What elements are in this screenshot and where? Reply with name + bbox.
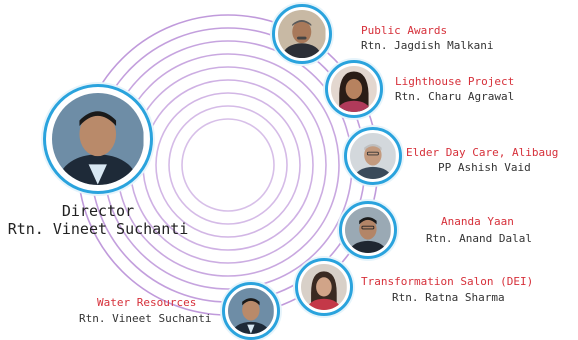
member-photo-water-resources: [222, 282, 280, 340]
portrait-icon: [345, 207, 391, 253]
member-photo-elder-day-care: [344, 127, 402, 185]
member-name-lighthouse-project: Rtn. Charu Agrawal: [395, 90, 515, 103]
member-role-ananda-yaan: Ananda Yaan: [441, 215, 514, 228]
member-name-public-awards: Rtn. Jagdish Malkani: [361, 39, 494, 52]
member-name-water-resources: Rtn. Vineet Suchanti: [79, 312, 212, 325]
director-name: Rtn. Vineet Suchanti: [7, 220, 189, 238]
ring: [116, 53, 340, 277]
member-name-transformation-salon: Rtn. Ratna Sharma: [392, 291, 505, 304]
member-role-elder-day-care: Elder Day Care, Alibaug: [406, 146, 559, 159]
portrait-icon: [301, 264, 347, 310]
portrait-icon: [278, 10, 326, 58]
portrait-icon: [331, 66, 377, 112]
director-photo: [43, 84, 153, 194]
member-photo-transformation-salon: [295, 258, 353, 316]
portrait-icon: [350, 133, 396, 179]
member-role-transformation-salon: Transformation Salon (DEI): [361, 275, 534, 288]
ring: [168, 105, 288, 225]
ring: [181, 118, 275, 212]
ring: [155, 92, 301, 238]
member-photo-ananda-yaan: [339, 201, 397, 259]
member-name-ananda-yaan: Rtn. Anand Dalal: [426, 232, 532, 245]
member-photo-lighthouse-project: [325, 60, 383, 118]
member-role-water-resources: Water Resources: [97, 296, 197, 309]
portrait-icon: [228, 288, 274, 334]
member-name-elder-day-care: PP Ashish Vaid: [438, 161, 531, 174]
member-role-public-awards: Public Awards: [361, 24, 448, 37]
director-role: Director: [61, 202, 135, 220]
member-role-lighthouse-project: Lighthouse Project: [395, 75, 515, 88]
portrait-icon: [52, 93, 144, 185]
member-photo-public-awards: [272, 4, 332, 64]
